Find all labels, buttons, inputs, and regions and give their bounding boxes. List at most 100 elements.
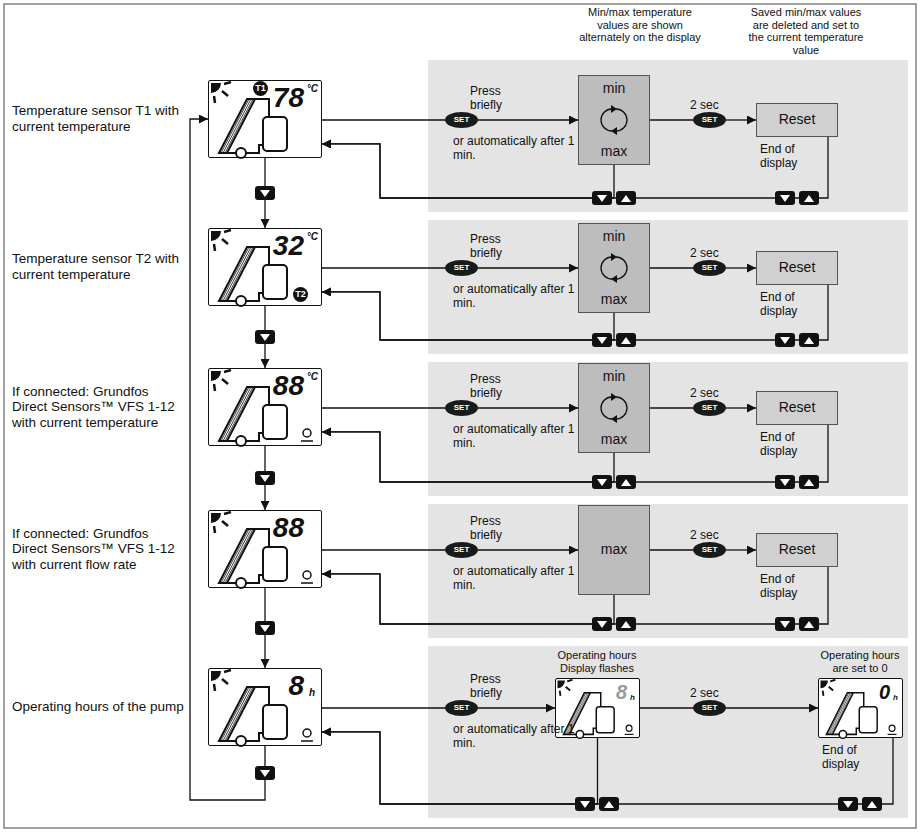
box-label: Reset <box>779 112 816 127</box>
step-note: 2 sec <box>690 98 719 112</box>
step-note: Press briefly <box>470 84 530 113</box>
connector <box>650 549 693 550</box>
lcd-icon <box>209 669 323 747</box>
cycle-arrows <box>599 393 629 423</box>
step-note: End of display <box>760 572 816 601</box>
step-note: End of display <box>760 290 816 319</box>
box-label: Reset <box>779 400 816 415</box>
display-unit: °C <box>307 372 318 382</box>
connector <box>322 732 893 804</box>
button-label: SET <box>454 264 470 272</box>
button-label: SET <box>454 704 470 712</box>
lcd-display: 88 <box>208 510 322 588</box>
lcd-icon <box>209 369 323 447</box>
step-note: Press briefly <box>470 672 530 701</box>
set-button: SET <box>693 700 726 716</box>
reset-box: Reset <box>756 533 838 567</box>
display-value: 8 <box>288 672 304 700</box>
connector <box>322 567 828 624</box>
set-button: SET <box>693 112 726 128</box>
step-description: If connected: Grundfos Direct Sensors™ V… <box>12 384 184 431</box>
step-note: Press briefly <box>470 372 530 401</box>
set-button: SET <box>445 260 478 276</box>
connector <box>322 574 614 624</box>
connector <box>322 144 614 198</box>
box-label: Reset <box>779 260 816 275</box>
step-description: Temperature sensor T2 with current tempe… <box>12 251 184 282</box>
box-label: min <box>603 81 626 96</box>
box-label: max <box>601 144 627 159</box>
connector <box>322 732 598 804</box>
display-unit: h <box>893 694 898 702</box>
box-label: min <box>603 229 626 244</box>
header-note: Operating hours Display flashes <box>542 649 652 674</box>
set-button: SET <box>693 542 726 558</box>
set-button: SET <box>445 542 478 558</box>
lcd-icon <box>209 511 323 589</box>
header-note: Min/max temperature values are shown alt… <box>576 6 704 44</box>
connector <box>322 432 614 482</box>
connector <box>322 285 828 340</box>
step-note: or automatically after 1 min. <box>453 282 583 311</box>
display-value: 32 <box>273 232 304 260</box>
button-label: SET <box>702 404 718 412</box>
connector <box>190 119 265 800</box>
connector <box>650 119 693 120</box>
display-unit: °C <box>307 84 318 94</box>
connector <box>478 119 578 120</box>
button-label: SET <box>702 264 718 272</box>
display-unit: h <box>309 688 315 698</box>
reset-box: Reset <box>756 103 838 137</box>
lcd-display-small: 0h <box>818 678 903 738</box>
lcd-display: 88°C <box>208 368 322 446</box>
button-label: SET <box>454 546 470 554</box>
connector <box>478 707 555 708</box>
header-note: Saved min/max values are deleted and set… <box>745 6 867 57</box>
lcd-display: 8h <box>208 668 322 746</box>
display-value: 8 <box>616 682 627 702</box>
connector <box>322 137 828 198</box>
connector <box>726 267 756 268</box>
reset-box: Reset <box>756 391 838 425</box>
button-label: SET <box>702 546 718 554</box>
connector <box>322 267 445 268</box>
set-button: SET <box>693 260 726 276</box>
box-label: max <box>601 432 627 447</box>
box-label: max <box>601 542 627 557</box>
step-note: 2 sec <box>690 386 719 400</box>
connector <box>726 549 756 550</box>
connector <box>322 119 445 120</box>
connector <box>650 407 693 408</box>
step-note: or automatically after 1 min. <box>453 134 583 163</box>
step-panel: Press briefly or automatically after 1 mi… <box>428 362 908 496</box>
button-label: SET <box>702 704 718 712</box>
connector <box>650 267 693 268</box>
step-panel: Press briefly or automatically after 1 mi… <box>428 60 908 212</box>
connector <box>322 407 445 408</box>
step-note: End of display <box>760 142 816 171</box>
minmax-box: max <box>578 505 650 595</box>
connector <box>478 549 578 550</box>
connector <box>726 407 756 408</box>
step-panel: Press brieflyor automatically after 1 mi… <box>428 220 908 354</box>
step-note: Press briefly <box>470 514 530 543</box>
button-label: SET <box>454 404 470 412</box>
step-note: or automatically after 1 min. <box>453 564 583 593</box>
lcd-display: T232°C <box>208 228 322 306</box>
step-note: 2 sec <box>690 246 719 260</box>
connector <box>322 549 445 550</box>
minmax-box: minmax <box>578 223 650 313</box>
connector <box>478 407 578 408</box>
set-button: SET <box>445 400 478 416</box>
cycle-arrows <box>599 105 629 135</box>
step-note: or automatically after 1 min. <box>453 422 583 451</box>
sensor-badge: T2 <box>293 287 308 302</box>
header-note: Operating hours are set to 0 <box>814 649 906 674</box>
step-note: or automatically after 1 min. <box>453 722 583 751</box>
down-button <box>255 186 275 780</box>
cycle-arrows <box>599 253 629 283</box>
set-button: SET <box>445 112 478 128</box>
step-note: End of display <box>822 743 878 772</box>
minmax-box: min max <box>578 75 650 165</box>
step-description: Temperature sensor T1 with current tempe… <box>12 103 184 134</box>
